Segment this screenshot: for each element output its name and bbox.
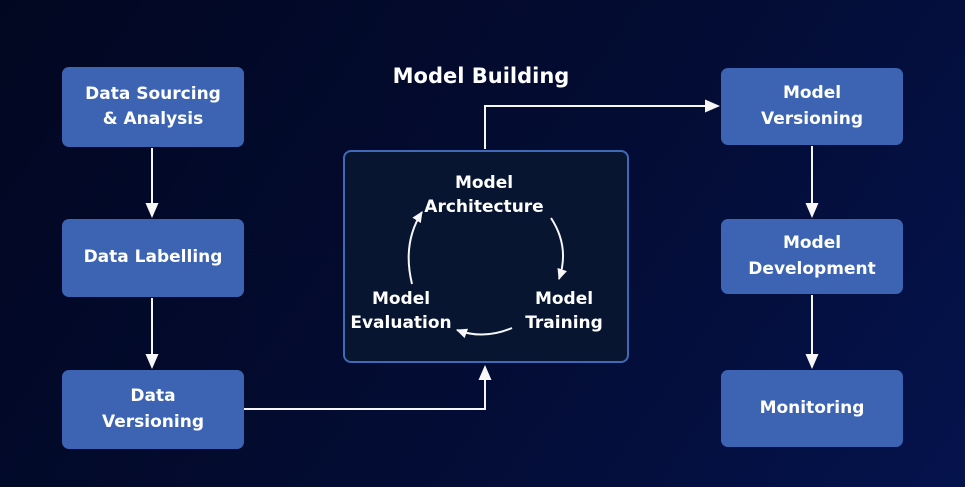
node-model-versioning: Model Versioning bbox=[721, 68, 903, 145]
node-model-development: Model Development bbox=[721, 219, 903, 294]
node-data-sourcing-analysis: Data Sourcing & Analysis bbox=[62, 67, 244, 147]
cycle-step-model-architecture: Model Architecture bbox=[424, 173, 544, 217]
node-label: Model Versioning bbox=[761, 83, 863, 129]
model-building-title: Model Building bbox=[392, 64, 570, 88]
connector-data-versioning-to-model-building bbox=[244, 365, 492, 410]
node-monitoring: Monitoring bbox=[721, 370, 903, 447]
node-label: Data Labelling bbox=[83, 247, 223, 268]
node-label: Data Versioning bbox=[102, 386, 204, 432]
node-label: Monitoring bbox=[759, 397, 865, 418]
node-label: Data Sourcing & Analysis bbox=[85, 83, 221, 130]
node-label: Model Development bbox=[748, 233, 876, 279]
node-data-labelling: Data Labelling bbox=[62, 219, 244, 297]
cycle-step-model-evaluation: Model Evaluation bbox=[350, 289, 452, 333]
node-data-versioning: Data Versioning bbox=[62, 370, 244, 449]
connector-model-building-to-model-versioning bbox=[484, 99, 720, 149]
cycle-step-model-training: Model Training bbox=[525, 289, 603, 333]
